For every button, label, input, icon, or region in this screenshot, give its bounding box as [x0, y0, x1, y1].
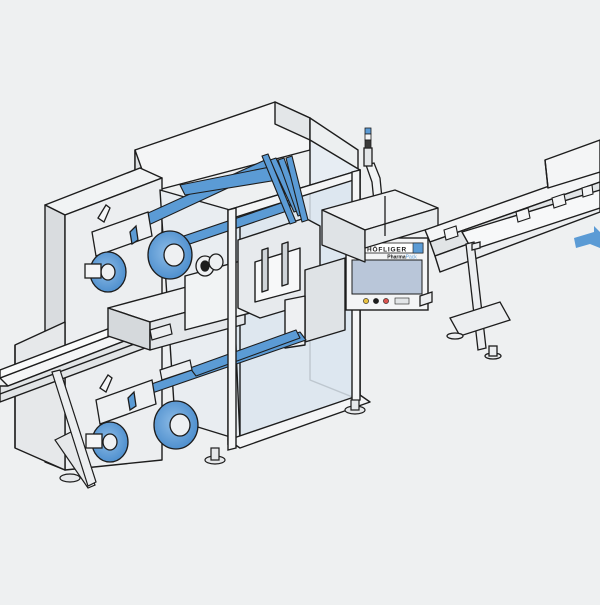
panel-product-suffix: Pack: [406, 255, 418, 261]
upper-reel-right: [147, 230, 224, 280]
panel-brand-label: HÖFLIGER: [367, 245, 407, 254]
clamp-levers: [97, 204, 139, 412]
lower-reel-left: [85, 379, 157, 463]
operator-panel: [345, 237, 429, 311]
sealing-block: [107, 217, 346, 351]
outfeed-clamps: [443, 184, 594, 241]
outfeed-conveyor: [424, 139, 600, 273]
upper-reel-left: [84, 211, 153, 293]
panel-product-label: PharmaPack: [387, 255, 417, 261]
lower-reel-right: [153, 400, 199, 450]
infeed-supports: [51, 323, 193, 487]
panel-product-prefix: Pharma: [387, 255, 406, 261]
outfeed-stand: [419, 241, 511, 360]
feeder-hopper: [321, 189, 439, 263]
status-beacon-icon: [364, 127, 372, 149]
arrow-right-icon: [574, 226, 600, 248]
